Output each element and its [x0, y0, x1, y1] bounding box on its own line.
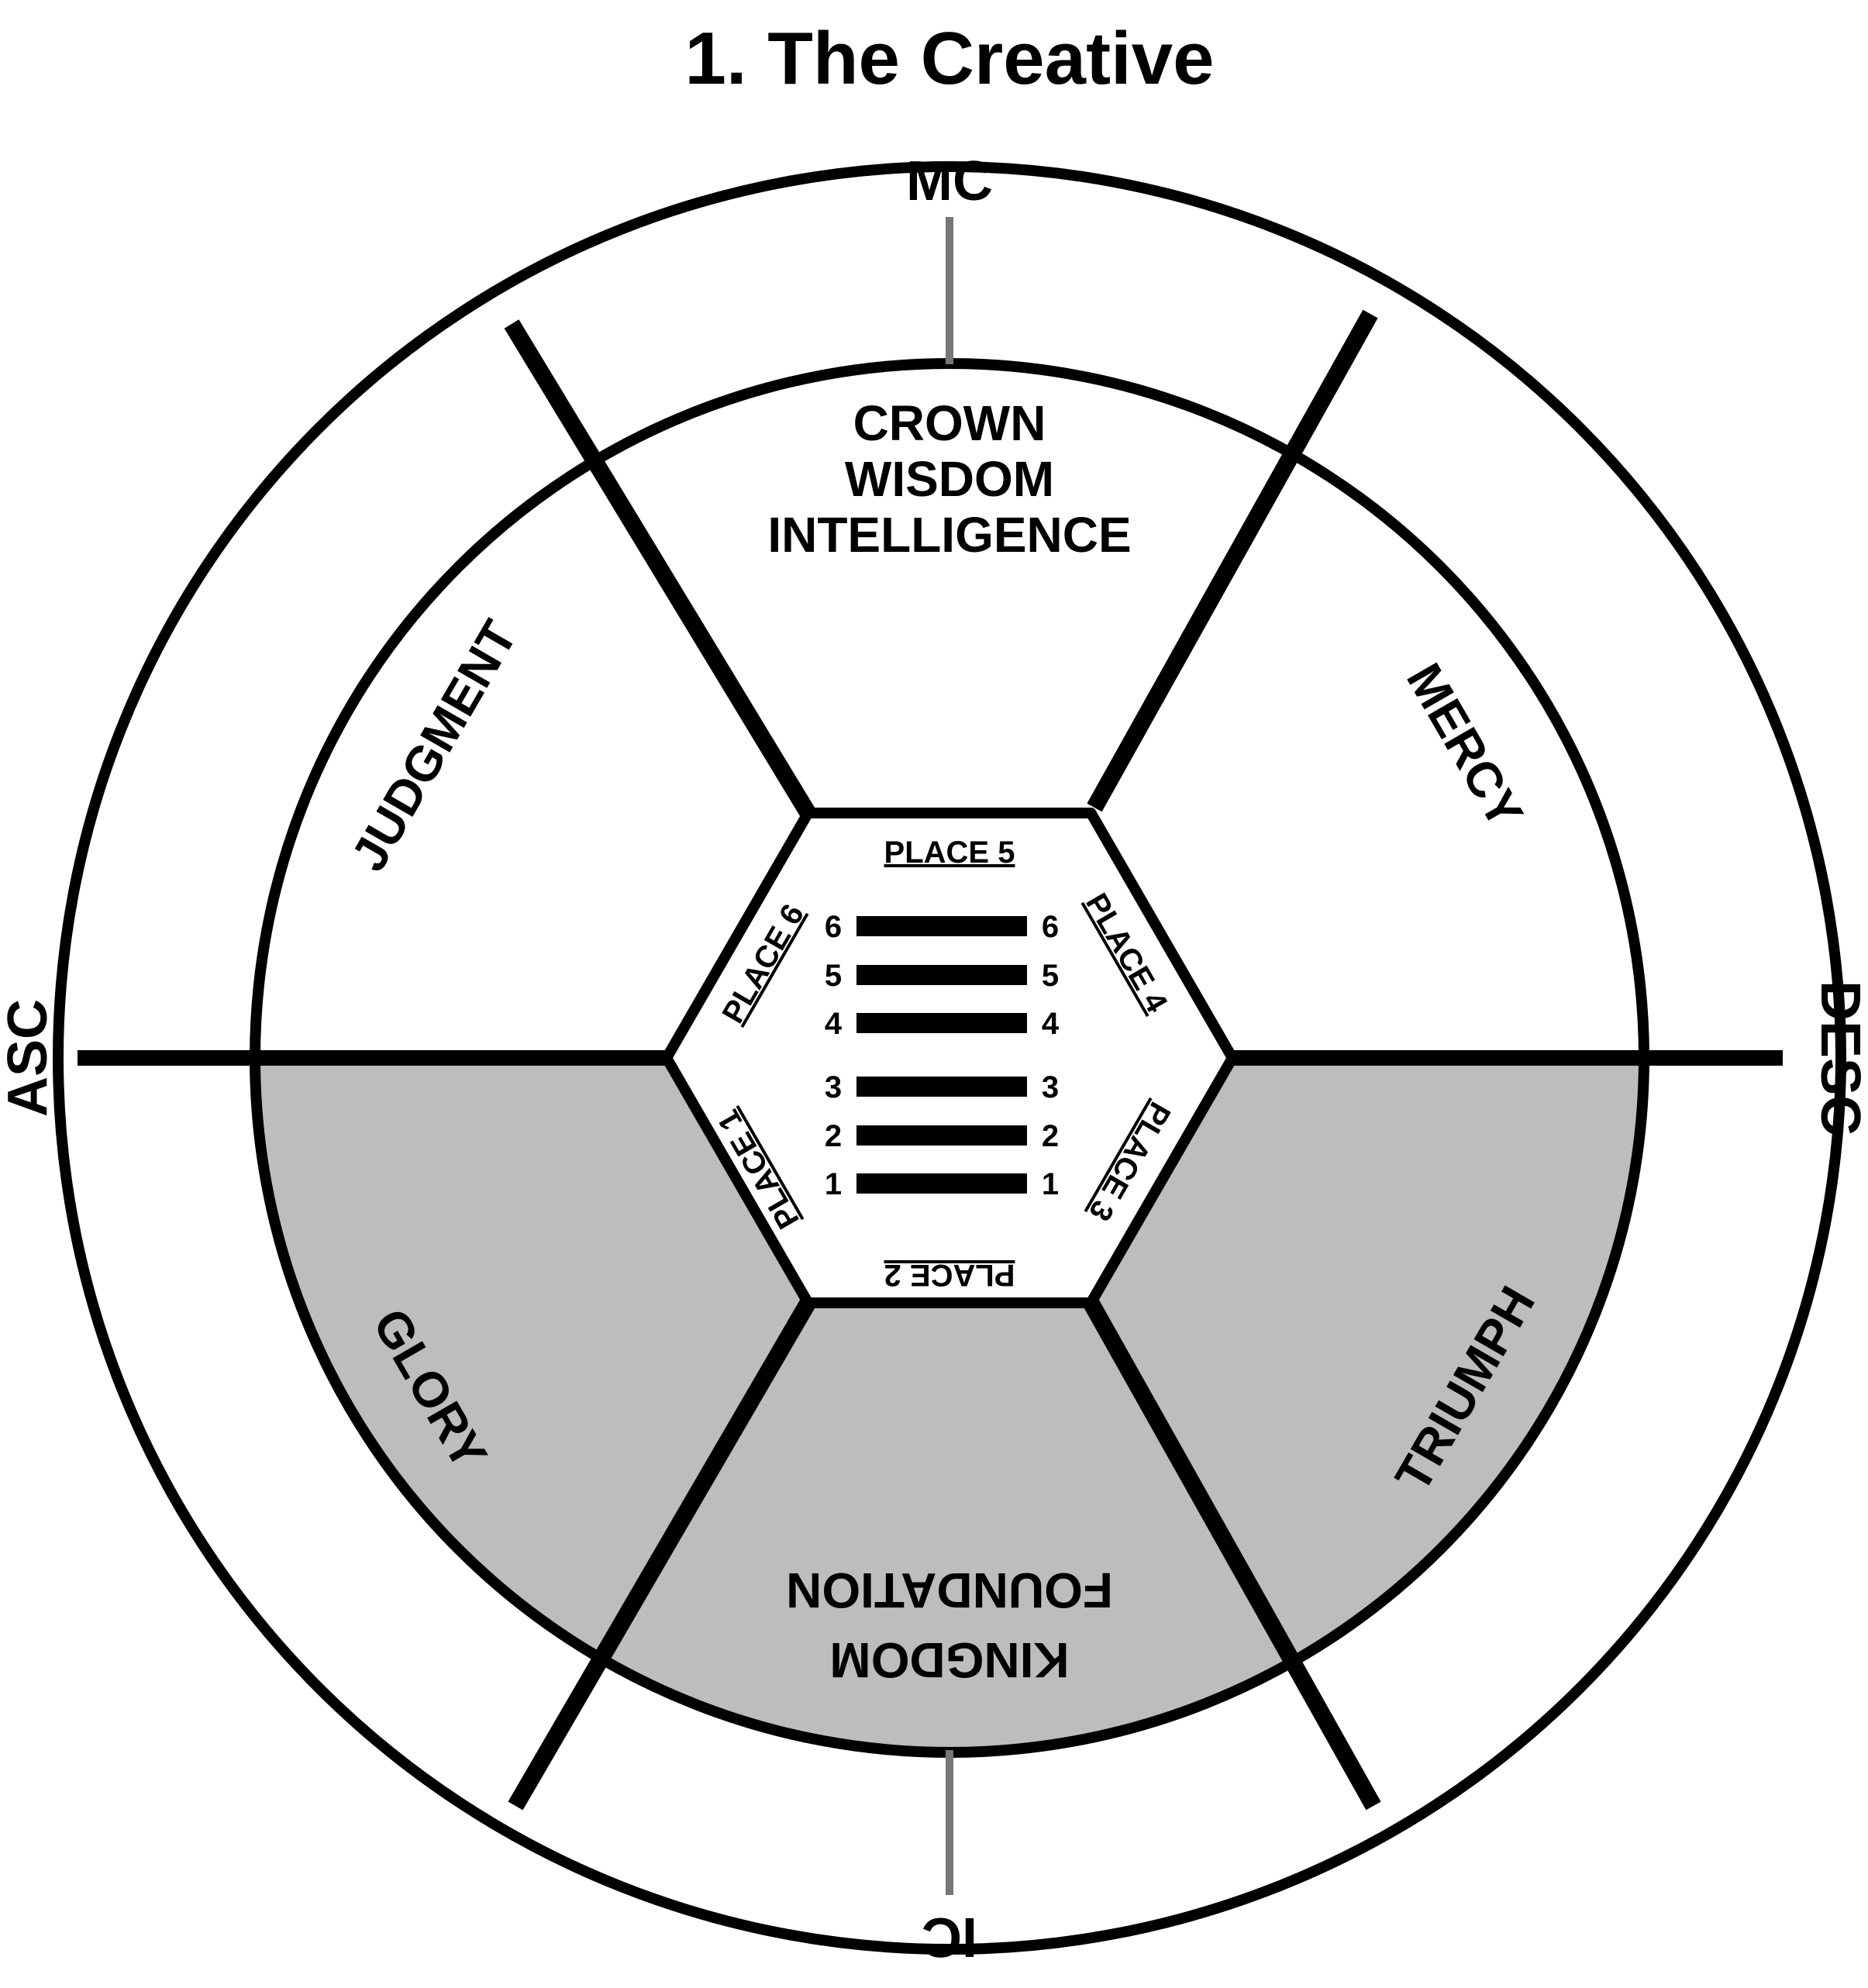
shaded-lower-region [255, 1058, 1644, 1752]
line-number-right-1: 1 [1042, 1167, 1059, 1201]
line-number-left-5: 5 [825, 959, 842, 993]
line-number-left-3: 3 [825, 1070, 842, 1104]
line-number-left-4: 4 [825, 1007, 843, 1041]
sector-kingdom: KINGDOM [829, 1632, 1069, 1688]
line-number-right-4: 4 [1042, 1007, 1060, 1041]
spoke-lower-left [508, 1298, 816, 1811]
sector-crown-line2: WISDOM [845, 451, 1054, 507]
hexagram-line-3 [856, 1077, 1027, 1097]
asc-label: ASC [0, 999, 59, 1117]
hexagram-line-1 [856, 1173, 1027, 1194]
line-number-left-1: 1 [825, 1167, 842, 1201]
sector-crown-line1: CROWN [853, 395, 1046, 451]
hexagram-line-2 [856, 1125, 1027, 1146]
place-2-label: PLACE 2 [884, 1258, 1015, 1292]
spoke-lower-right [1083, 1298, 1381, 1811]
desc-label: DESC [1809, 980, 1868, 1135]
hexagram-line-4 [856, 1013, 1027, 1033]
ic-label: IC [922, 1906, 977, 1968]
hexagram-line-6 [856, 916, 1027, 936]
line-number-right-2: 2 [1042, 1119, 1059, 1153]
page-title: 1. The Creative [685, 17, 1215, 100]
place-5-label: PLACE 5 [884, 836, 1015, 870]
line-number-right-3: 3 [1042, 1070, 1059, 1104]
line-number-left-2: 2 [825, 1119, 842, 1153]
mc-label: MC [906, 150, 993, 212]
hexagram-lines: 6 6 5 5 4 4 3 3 2 2 1 1 [825, 910, 1060, 1201]
hexagram-line-5 [856, 965, 1027, 985]
spoke-upper-left [504, 319, 815, 818]
line-number-right-6: 6 [1042, 910, 1059, 944]
line-number-right-5: 5 [1042, 959, 1059, 993]
line-number-left-6: 6 [825, 910, 842, 944]
sector-foundation: FOUNDATION [786, 1562, 1113, 1618]
sector-crown-line3: INTELLIGENCE [767, 507, 1131, 563]
spoke-upper-right [1087, 309, 1378, 812]
